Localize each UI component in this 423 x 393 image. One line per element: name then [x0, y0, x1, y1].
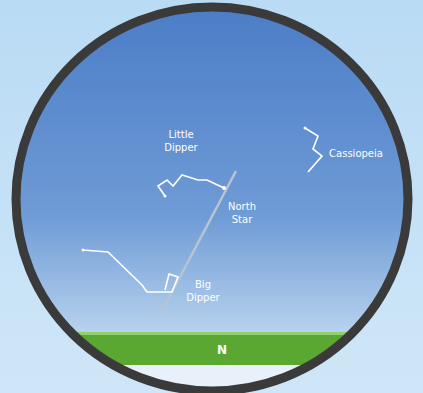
constellation-label: Cassiopeia [321, 147, 391, 160]
constellation-label: Big Dipper [183, 278, 223, 304]
compass-label: N [212, 344, 232, 357]
big-dipper [83, 250, 178, 292]
cassiopeia [305, 128, 322, 172]
constellation-label: Little Dipper [157, 128, 205, 154]
north-star [222, 186, 226, 190]
star-label: North Star [222, 200, 262, 226]
little-dipper [158, 175, 224, 196]
lens-ring [16, 7, 408, 391]
